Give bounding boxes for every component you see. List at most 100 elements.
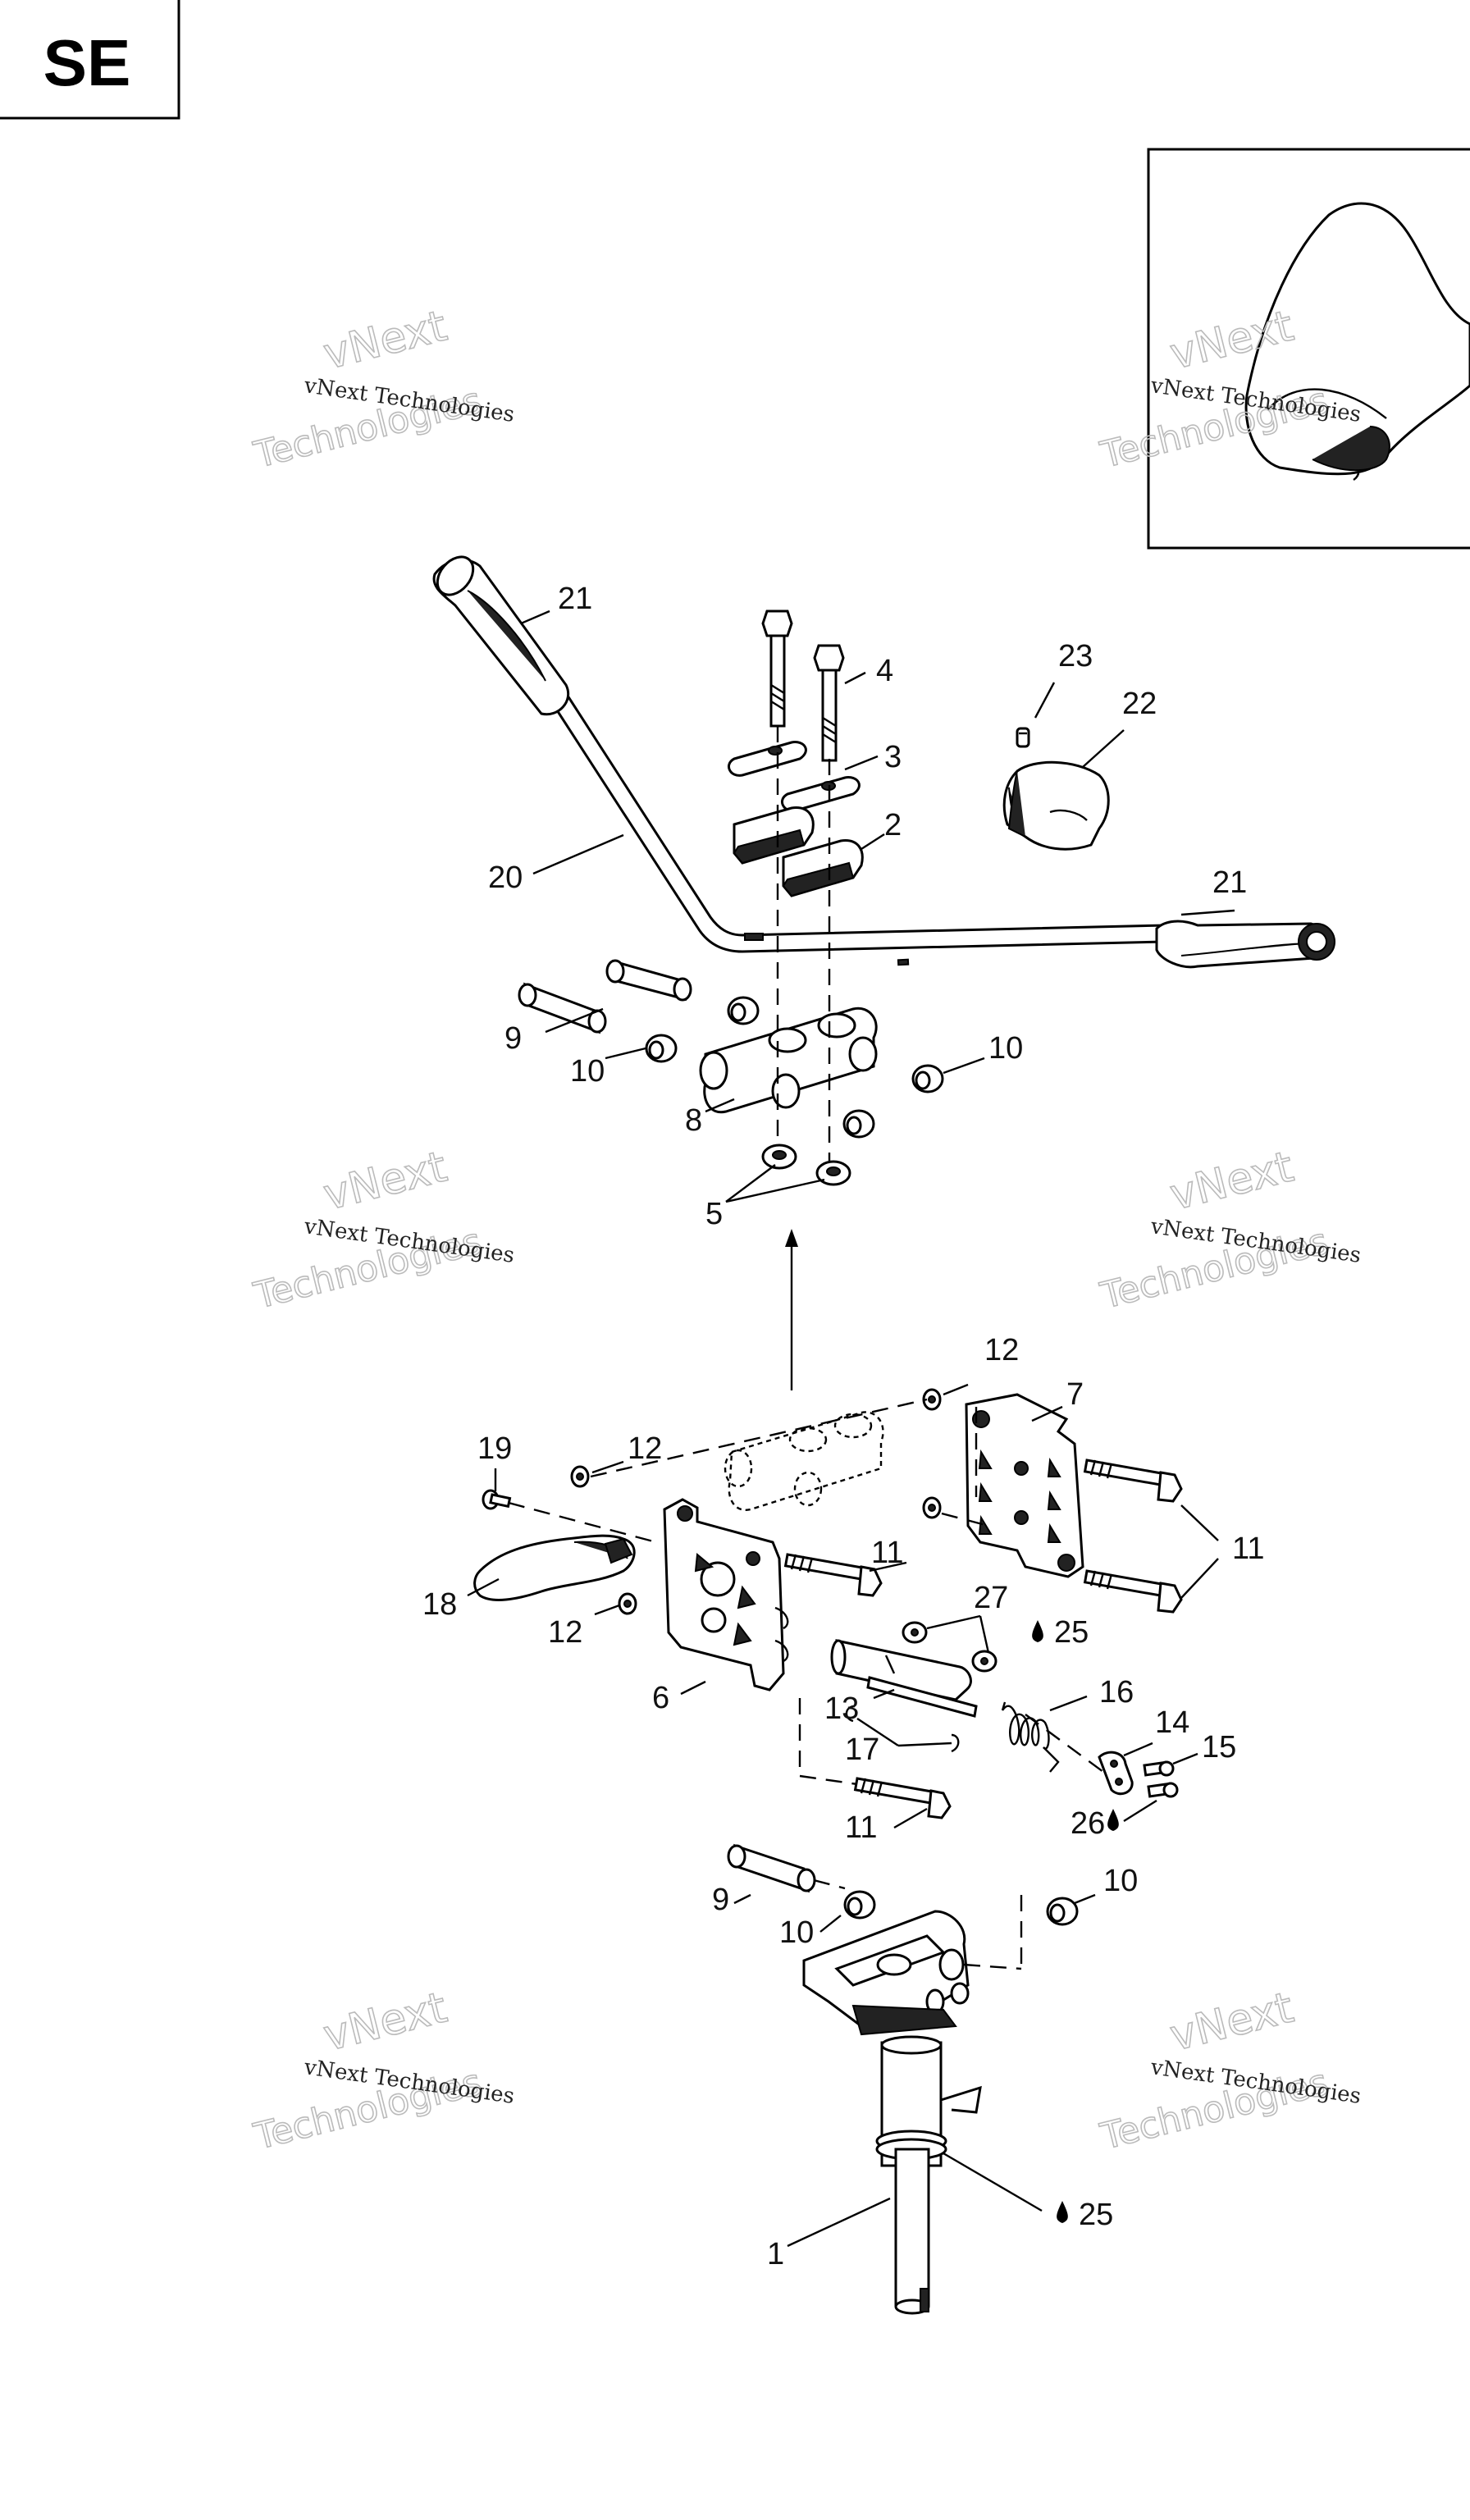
lever-18 bbox=[473, 1534, 636, 1601]
tube-9-upper bbox=[605, 959, 692, 1002]
model-badge: SE bbox=[0, 0, 180, 120]
bushing-10-b bbox=[645, 1034, 678, 1063]
part-labels: 21 4 3 2 23 22 20 21 9 10 10 8 5 12 7 19… bbox=[422, 582, 1264, 2271]
clip-17-b bbox=[951, 1733, 960, 1753]
washer-12-c bbox=[570, 1465, 590, 1488]
label-25: 25 bbox=[1054, 1615, 1089, 1650]
label-17: 17 bbox=[845, 1732, 879, 1767]
bushing-10-a bbox=[727, 996, 760, 1025]
watermark: vNext Technologies vNext Technologies bbox=[1096, 1142, 1363, 1318]
tube-9-bottom bbox=[727, 1843, 816, 1893]
svg-text:vNext: vNext bbox=[319, 302, 452, 380]
label-23: 23 bbox=[1058, 639, 1093, 673]
label-1: 1 bbox=[767, 2237, 784, 2271]
guide-line bbox=[1025, 1714, 1104, 1773]
bolt-11-middle bbox=[783, 1553, 883, 1597]
label-10: 10 bbox=[988, 1031, 1023, 1066]
guide-line bbox=[799, 1774, 858, 1786]
label-8: 8 bbox=[685, 1103, 702, 1138]
label-10: 10 bbox=[1103, 1864, 1138, 1898]
svg-text:vNext: vNext bbox=[1166, 1984, 1299, 2061]
grease-drop-icon bbox=[1107, 1809, 1119, 1831]
label-25: 25 bbox=[1079, 2198, 1113, 2232]
washer-12-d bbox=[618, 1592, 637, 1615]
guide-line bbox=[590, 1398, 928, 1478]
bushing-10-c bbox=[911, 1064, 944, 1093]
bolt-11-lower bbox=[1083, 1569, 1183, 1614]
label-11: 11 bbox=[1232, 1532, 1264, 1566]
cover-22 bbox=[1002, 760, 1110, 851]
nut-5-right bbox=[815, 1160, 851, 1186]
plate-14 bbox=[1098, 1751, 1134, 1796]
riser-block bbox=[699, 1007, 878, 1114]
label-20: 20 bbox=[488, 861, 523, 895]
clamp-plate-left bbox=[728, 741, 807, 777]
bracket-6 bbox=[663, 1498, 789, 1691]
label-3: 3 bbox=[884, 740, 902, 774]
label-14: 14 bbox=[1155, 1705, 1189, 1740]
svg-text:vNext: vNext bbox=[319, 1143, 452, 1221]
shaft-13 bbox=[830, 1639, 978, 1718]
label-6: 6 bbox=[652, 1681, 669, 1715]
inset-detail bbox=[1147, 148, 1470, 550]
bushing-10-d bbox=[842, 1109, 875, 1139]
tube-9-lower bbox=[518, 982, 607, 1034]
label-15: 15 bbox=[1202, 1730, 1236, 1764]
bolt-11-upper bbox=[1083, 1459, 1183, 1503]
label-9: 9 bbox=[712, 1883, 729, 1917]
spring-16 bbox=[1001, 1701, 1060, 1773]
label-4: 4 bbox=[876, 654, 893, 688]
bracket-7 bbox=[965, 1393, 1084, 1578]
screw-15-a bbox=[1143, 1760, 1175, 1777]
clamp-plate-right bbox=[781, 776, 861, 812]
label-18: 18 bbox=[422, 1587, 457, 1622]
guide-line bbox=[941, 1512, 989, 1527]
bushing-10-f bbox=[1046, 1897, 1079, 1926]
screw-23 bbox=[1016, 727, 1030, 748]
grease-drop-icon bbox=[1032, 1620, 1043, 1642]
label-11: 11 bbox=[845, 1810, 877, 1845]
screw-19 bbox=[482, 1489, 512, 1510]
guide-line bbox=[963, 1963, 1022, 1970]
label-12: 12 bbox=[548, 1615, 582, 1650]
steering-column bbox=[875, 2035, 982, 2315]
guide-line bbox=[813, 1879, 846, 1890]
screw-15-b bbox=[1147, 1782, 1179, 1798]
label-9: 9 bbox=[504, 1021, 522, 1056]
riser-block-phantom bbox=[724, 1411, 884, 1511]
grip-right bbox=[1155, 920, 1335, 969]
clamp-right bbox=[782, 839, 864, 897]
washer-12-b bbox=[922, 1496, 942, 1519]
leader-lines bbox=[467, 609, 1235, 2248]
label-22: 22 bbox=[1122, 687, 1157, 721]
label-13: 13 bbox=[824, 1691, 859, 1726]
label-10: 10 bbox=[779, 1915, 814, 1950]
svg-text:vNext: vNext bbox=[1166, 1143, 1299, 1221]
clamp-left bbox=[733, 806, 815, 865]
nut-5-left bbox=[761, 1144, 797, 1170]
label-21: 21 bbox=[558, 582, 592, 616]
model-badge-text: SE bbox=[43, 26, 131, 99]
label-26: 26 bbox=[1071, 1806, 1105, 1841]
label-10: 10 bbox=[570, 1054, 605, 1089]
label-5: 5 bbox=[705, 1197, 723, 1231]
washer-27 bbox=[902, 1621, 928, 1644]
bushing-10-e bbox=[843, 1890, 876, 1920]
watermark: vNext Technologies vNext Technologies bbox=[1096, 1983, 1363, 2159]
label-12: 12 bbox=[628, 1431, 662, 1466]
label-7: 7 bbox=[1066, 1377, 1084, 1412]
watermark: vNext Technologies vNext Technologies bbox=[249, 301, 516, 477]
label-2: 2 bbox=[884, 808, 902, 842]
washer-25 bbox=[971, 1650, 998, 1673]
svg-text:vNext: vNext bbox=[319, 1984, 452, 2061]
grip-left bbox=[432, 555, 570, 716]
clip-17-a bbox=[845, 1705, 856, 1723]
bolt-4-right bbox=[813, 644, 845, 762]
assembly-arrow bbox=[785, 1229, 798, 1390]
label-12: 12 bbox=[984, 1333, 1019, 1367]
steering-column-head bbox=[802, 1910, 970, 2036]
grease-drop-icon bbox=[1057, 2201, 1068, 2223]
watermark: vNext Technologies vNext Technologies bbox=[249, 1983, 516, 2159]
label-19: 19 bbox=[477, 1431, 512, 1466]
